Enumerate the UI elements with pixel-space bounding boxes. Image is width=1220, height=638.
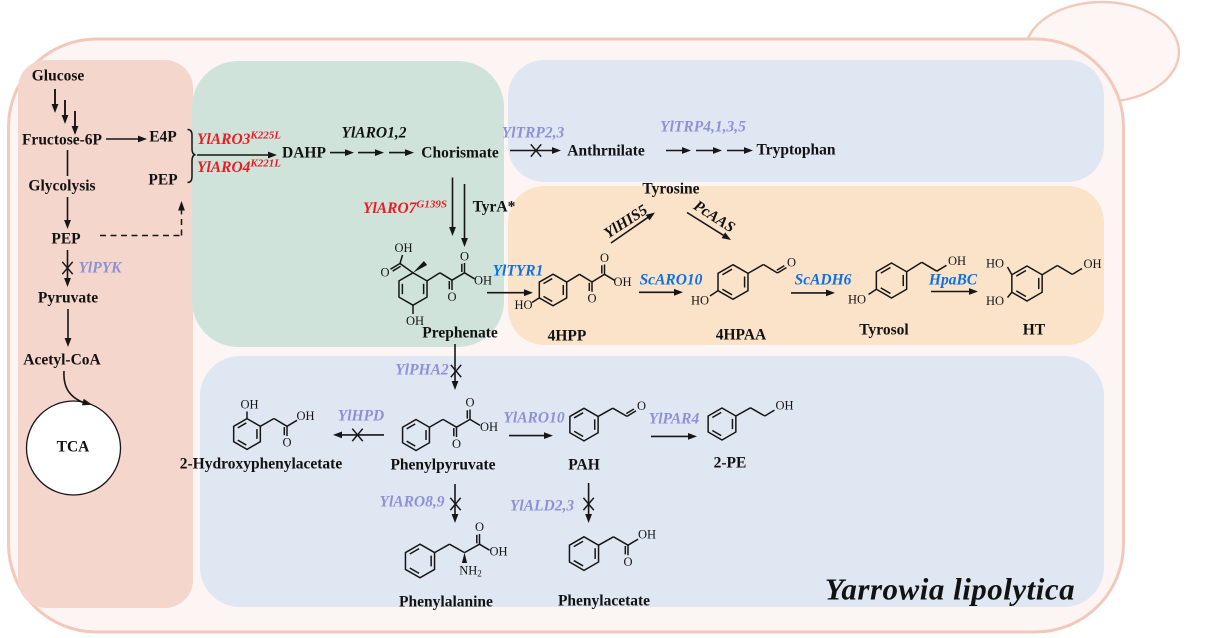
enzyme-ylaro7: YlARO7G139S — [363, 198, 447, 217]
metabolite-acetylcoa: Acetyl-CoA — [23, 351, 101, 369]
svg-text:O: O — [587, 292, 596, 306]
svg-text:OH: OH — [406, 314, 424, 328]
e4p-pep-brace — [187, 128, 196, 184]
organism-name: Yarrowia lipolytica — [824, 571, 1076, 607]
metabolite-pah: PAH — [568, 456, 600, 474]
metabolite-2-hydroxyphenylacetate: 2-Hydroxyphenylacetate — [179, 455, 343, 473]
enzyme-ylaro12: YlARO1,2 — [341, 124, 407, 142]
svg-text:O: O — [465, 396, 474, 410]
molecule-pah: O — [569, 399, 646, 442]
metabolite-fructose6p: Fructose-6P — [21, 131, 103, 149]
svg-text:O: O — [452, 437, 461, 451]
svg-text:OH: OH — [296, 409, 314, 423]
molecule-4hpaa: HO O — [691, 256, 796, 308]
glycolysis-panel — [18, 60, 193, 608]
enzyme-yltyr1: YlTYR1 — [492, 262, 544, 280]
svg-text:NH2: NH2 — [459, 564, 482, 579]
tyrosol-panel — [508, 186, 1104, 345]
enzyme-scadh6: ScADH6 — [794, 271, 852, 289]
svg-text:OH: OH — [394, 241, 412, 255]
metabolite-4hpaa: 4HPAA — [715, 326, 767, 344]
svg-text:OH: OH — [775, 399, 793, 413]
metabolite-dahp: DAHP — [282, 144, 326, 162]
svg-text:O: O — [282, 436, 291, 450]
svg-text:OH: OH — [948, 254, 966, 268]
molecule-phenylpyruvate: O O OH — [401, 396, 498, 452]
svg-text:HO: HO — [986, 257, 1004, 271]
metabolite-tyrosol: Tyrosol — [859, 321, 909, 339]
molecule-phenylacetate: O OH — [568, 528, 656, 572]
molecule-tyrosol: HO OH — [848, 254, 966, 307]
metabolite-glucose: Glucose — [31, 67, 85, 85]
svg-text:OH: OH — [489, 545, 507, 559]
molecule-4hpp: HO O O OH — [514, 251, 631, 312]
metabolite-pep: PEP — [51, 230, 81, 248]
metabolite-2pe: 2-PE — [713, 454, 747, 472]
metabolite-tryptophan: Tryptophan — [756, 141, 836, 159]
enzyme-ylaro89: YlARO8,9 — [379, 493, 445, 511]
svg-text:OH: OH — [240, 398, 258, 412]
svg-text:HO: HO — [848, 293, 866, 307]
enzyme-scaro10: ScARO10 — [639, 271, 703, 289]
svg-text:O: O — [787, 256, 796, 270]
svg-text:OH: OH — [613, 275, 631, 289]
metabolite-pep-upper: PEP — [148, 171, 178, 189]
metabolite-4hpp: 4HPP — [547, 327, 587, 345]
svg-text:OH: OH — [480, 420, 498, 434]
phenylalanine-panel — [200, 356, 1104, 607]
svg-text:HO: HO — [986, 294, 1004, 308]
metabolite-prephenate: Prephenate — [422, 324, 498, 342]
enzyme-yltrp23: YlTRP2,3 — [501, 124, 565, 142]
svg-text:O: O — [600, 251, 609, 265]
enzyme-ylald23: YlALD2,3 — [509, 497, 575, 515]
enzyme-ylpha2: YlPHA2 — [395, 361, 449, 379]
molecule-ht: HO HO OH — [986, 257, 1102, 309]
metabolite-ht: HT — [1022, 321, 1046, 339]
metabolite-chorismate: Chorismate — [421, 144, 499, 162]
metabolite-phenylalanine: Phenylalanine — [399, 593, 493, 611]
pathway-arrows — [51, 89, 978, 523]
metabolite-phenylacetate: Phenylacetate — [557, 592, 651, 610]
enzyme-ylaro3: YlARO3K225L — [197, 129, 281, 148]
tca-cycle-circle — [25, 400, 122, 496]
svg-text:O: O — [447, 290, 456, 304]
svg-text:O: O — [380, 266, 389, 280]
enzyme-yltrp4135: YlTRP4,1,3,5 — [660, 118, 746, 136]
label-tca-cycle: TCA — [56, 438, 90, 456]
metabolite-anthranilate: Anthrnilate — [567, 142, 645, 160]
metabolite-e4p: E4P — [149, 128, 177, 146]
enzyme-ylhpd: YlHPD — [337, 407, 385, 425]
molecule-2-hydroxyphenylacetate: OH O OH — [232, 398, 315, 451]
svg-text:O: O — [637, 399, 646, 413]
molecule-2-pe: OH — [707, 399, 794, 441]
svg-text:OH: OH — [638, 528, 656, 542]
svg-text:HO: HO — [514, 298, 532, 312]
molecule-prephenate: OH O OH O O OH — [380, 241, 492, 328]
enzyme-ylpar4: YlPAR4 — [648, 410, 700, 428]
svg-text:OH: OH — [474, 274, 492, 288]
enzyme-ylaro10: YlARO10 — [503, 409, 565, 427]
svg-text:O: O — [475, 520, 484, 534]
svg-text:OH: OH — [1083, 257, 1101, 271]
enzyme-hpabc: HpaBC — [928, 271, 978, 289]
svg-text:HO: HO — [691, 294, 709, 308]
enzyme-tyra: TyrA* — [472, 198, 516, 216]
metabolite-pyruvate: Pyruvate — [37, 289, 99, 307]
label-glycolysis: Glycolysis — [28, 177, 96, 195]
metabolite-tyrosine: Tyrosine — [642, 180, 700, 198]
enzyme-ylaro4: YlARO4K221L — [197, 157, 281, 176]
metabolite-phenylpyruvate: Phenylpyruvate — [390, 456, 496, 474]
tryptophan-panel — [508, 60, 1104, 182]
svg-text:O: O — [460, 250, 469, 264]
enzyme-ylpyk: YlPYK — [78, 259, 122, 277]
svg-text:O: O — [623, 555, 632, 569]
molecule-phenylalanine: NH2 O OH — [404, 520, 508, 579]
